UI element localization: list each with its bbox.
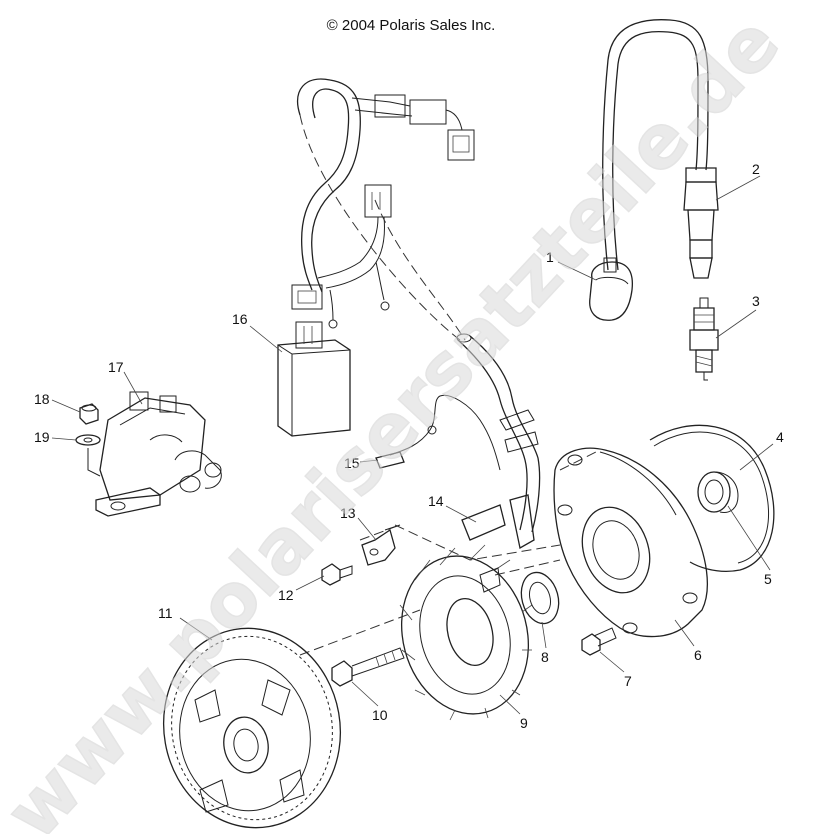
callout-17: 17 [108,359,124,375]
spark-plug-cap [683,167,719,279]
callout-labels: 1 2 3 4 5 6 7 8 9 10 11 12 13 14 15 16 1… [34,161,784,731]
callout-7: 7 [624,673,632,689]
stator-plate [553,447,708,638]
bracket [361,524,401,566]
screw [321,563,353,586]
callout-6: 6 [694,647,702,663]
callout-19: 19 [34,429,50,445]
nut [79,403,99,425]
stator [399,544,533,721]
bolt-long [331,647,405,687]
stator-harness-grommet [456,333,541,550]
cdi-module [277,321,351,437]
callout-1: 1 [546,249,554,265]
ignition-coil [589,19,709,321]
callout-18: 18 [34,391,50,407]
callout-16: 16 [232,311,248,327]
bolt-short [581,627,617,656]
callout-2: 2 [752,161,760,177]
spark-plug [689,297,719,381]
voltage-regulator [95,391,222,517]
oil-seal [520,571,560,625]
callout-9: 9 [520,715,528,731]
watermark-text: www.polarisersatzteile.de [0,0,797,839]
callout-14: 14 [428,493,444,509]
callout-4: 4 [776,429,784,445]
washer [75,434,101,477]
copyright-notice: © 2004 Polaris Sales Inc. [326,17,496,34]
callout-15: 15 [344,455,360,471]
flywheel [162,627,342,829]
o-ring [649,424,775,572]
callout-10: 10 [372,707,388,723]
bearing-seal [697,471,739,513]
wiring-harness [291,78,475,329]
callout-3: 3 [752,293,760,309]
callout-11: 11 [158,605,173,621]
callout-12: 12 [278,587,294,603]
callout-5: 5 [764,571,772,587]
pulser-sensor [375,394,501,471]
callout-8: 8 [541,649,549,665]
callout-13: 13 [340,505,356,521]
leader-lines [51,175,774,715]
